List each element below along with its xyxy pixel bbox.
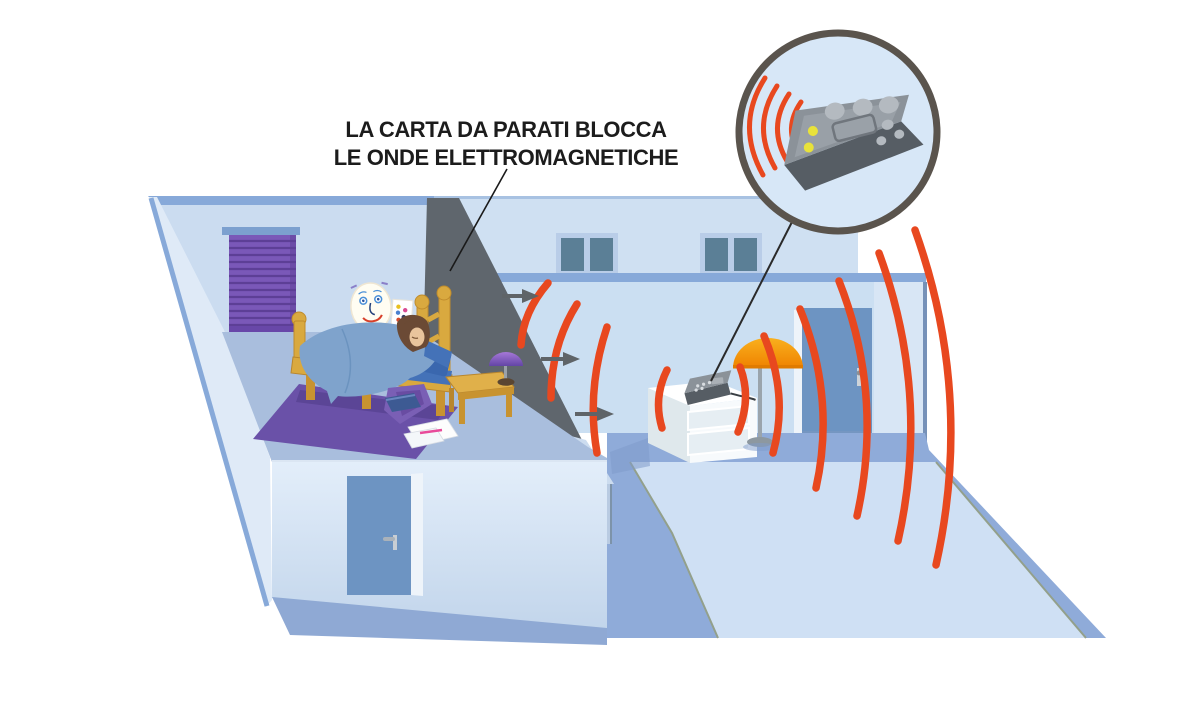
wave-arc — [747, 75, 768, 178]
window-right — [700, 233, 762, 275]
bedroom-wall-top-band — [148, 196, 434, 205]
papers — [403, 418, 459, 449]
book — [385, 393, 421, 412]
cabinet-shadow — [610, 438, 650, 474]
blanket-fold — [341, 328, 352, 394]
led-indicator — [807, 126, 818, 137]
person-arm — [424, 340, 452, 368]
wall-base-band — [272, 597, 607, 645]
living-room — [434, 196, 1106, 639]
bed-leg — [436, 390, 445, 416]
lamp-shadow — [743, 443, 777, 451]
person-face — [409, 327, 425, 347]
callout-line-inset — [710, 219, 794, 382]
led-indicator — [803, 142, 814, 153]
door-jamb — [411, 473, 423, 596]
roller-blind — [222, 227, 300, 349]
bed-leg — [306, 372, 315, 400]
lamp-stem — [758, 366, 762, 442]
phone-base — [684, 370, 756, 406]
bed — [290, 285, 453, 416]
callout-line-title — [449, 168, 508, 272]
front-wall — [272, 462, 607, 645]
annotation-line-2: LE ONDE ELETTROMAGNETICHE — [334, 145, 678, 170]
pencil — [419, 428, 443, 435]
blind-header — [222, 227, 300, 235]
outer-wall-edge — [148, 197, 270, 607]
phone-button — [852, 98, 873, 116]
arrow-head-icon — [522, 289, 539, 303]
wave-arc — [760, 332, 783, 457]
wave-arc — [517, 279, 552, 349]
wave-arc — [589, 323, 611, 457]
lamp-shade — [489, 352, 523, 366]
living-wall-top-band — [434, 273, 926, 282]
bedroom-door — [347, 476, 411, 595]
phone-button — [824, 102, 845, 120]
sleeping-person — [396, 314, 430, 352]
phone-button — [894, 129, 905, 139]
upper-wall-top-edge — [434, 196, 858, 199]
blind-bottom-bar — [229, 326, 296, 332]
door-jamb — [794, 308, 802, 438]
arrow-head-icon — [563, 352, 580, 366]
arrow-head-icon — [597, 407, 614, 421]
blocked-arrows — [502, 289, 614, 421]
window-left — [556, 233, 618, 275]
phone-display — [831, 113, 878, 143]
bedside-table — [445, 371, 515, 424]
lamp-base — [497, 378, 515, 386]
lamp-stem — [504, 366, 507, 380]
violet-table-lamp — [489, 352, 523, 386]
phone-button — [881, 119, 894, 130]
arrow-heads — [522, 289, 614, 421]
arrow-shafts — [502, 294, 597, 416]
closed-eye — [411, 336, 419, 339]
wave-arc — [875, 249, 915, 545]
wave-arc — [835, 277, 871, 520]
phone-button — [878, 96, 899, 114]
wave-arc — [911, 226, 955, 569]
blind-body — [229, 235, 296, 328]
rug-edge-left — [629, 461, 719, 639]
phone-button — [876, 136, 887, 146]
door-handle-icon — [383, 535, 397, 550]
wave-arc — [796, 305, 827, 492]
drawer — [687, 404, 750, 432]
wave-arc — [775, 91, 792, 164]
wave-arc — [734, 363, 750, 436]
wave-arc — [654, 366, 671, 432]
inset-magnifier — [735, 29, 941, 235]
poster-tape — [350, 281, 393, 332]
wave-arc — [761, 83, 780, 171]
wave-arc — [547, 300, 581, 402]
inset-phone-base — [784, 94, 924, 191]
em-waves-right — [734, 226, 955, 569]
rug-edge-right — [935, 461, 1087, 639]
blind-slats — [229, 239, 296, 327]
window-mullion — [728, 238, 734, 271]
table-apron — [458, 387, 514, 400]
floor-rug — [630, 462, 1086, 638]
window-mullion — [584, 238, 590, 271]
living-side-wall — [874, 282, 926, 437]
phone-display — [711, 377, 724, 385]
em-waves-left — [517, 279, 671, 457]
annotation-line-1: LA CARTA DA PARATI BLOCCA — [345, 117, 667, 142]
